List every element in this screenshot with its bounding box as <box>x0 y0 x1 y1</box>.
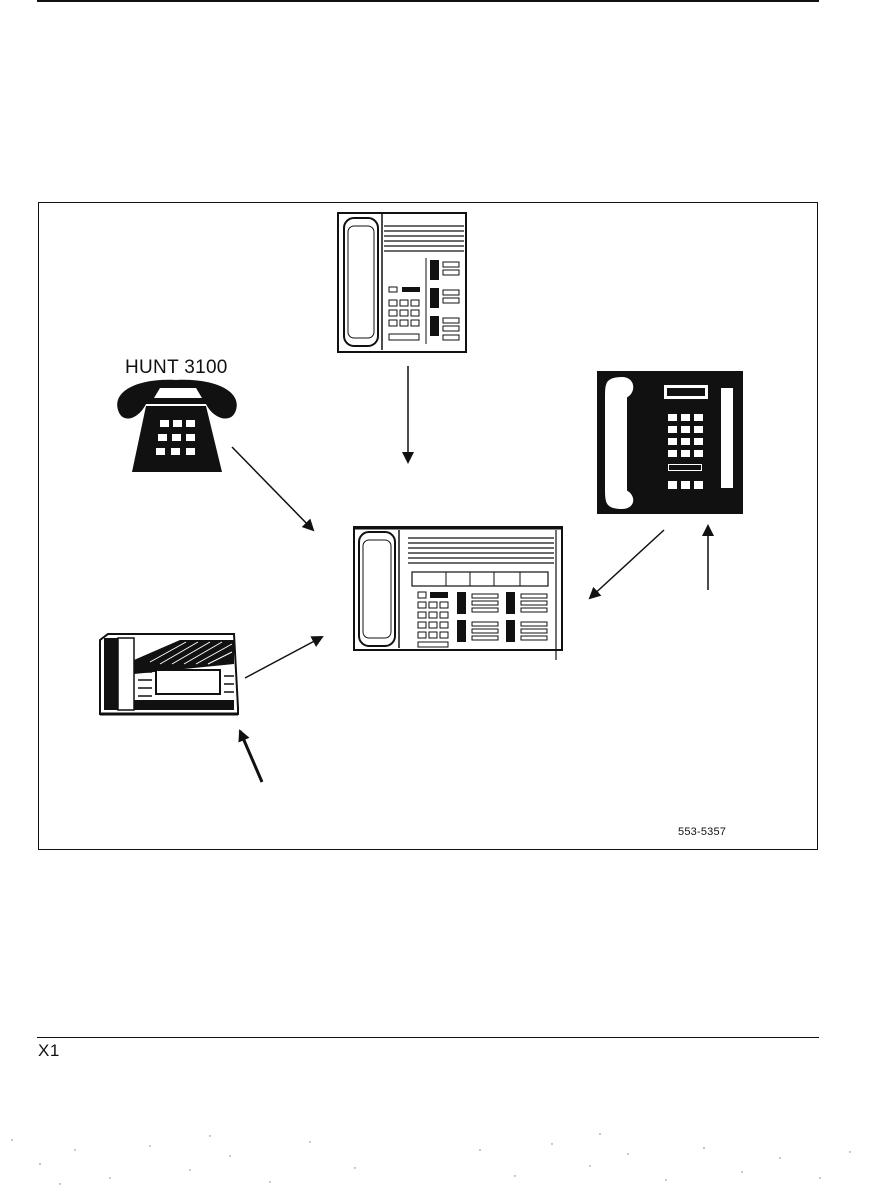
page-label: X1 <box>38 1041 60 1061</box>
arrow-display-phone-to-console <box>245 637 322 678</box>
arrow-right-phone-to-console <box>590 530 664 598</box>
arrow-hunt-to-console <box>232 447 313 530</box>
multiline-phone-icon <box>338 213 466 352</box>
attendant-console-icon <box>354 527 562 660</box>
arrow-up-to-display-phone <box>240 731 262 782</box>
rotary-desk-phone-icon <box>117 380 237 472</box>
bottom-rule <box>37 1037 819 1038</box>
scan-noise <box>0 1120 869 1194</box>
compact-black-phone-icon <box>597 371 743 514</box>
flat-display-phone-icon <box>100 634 238 714</box>
